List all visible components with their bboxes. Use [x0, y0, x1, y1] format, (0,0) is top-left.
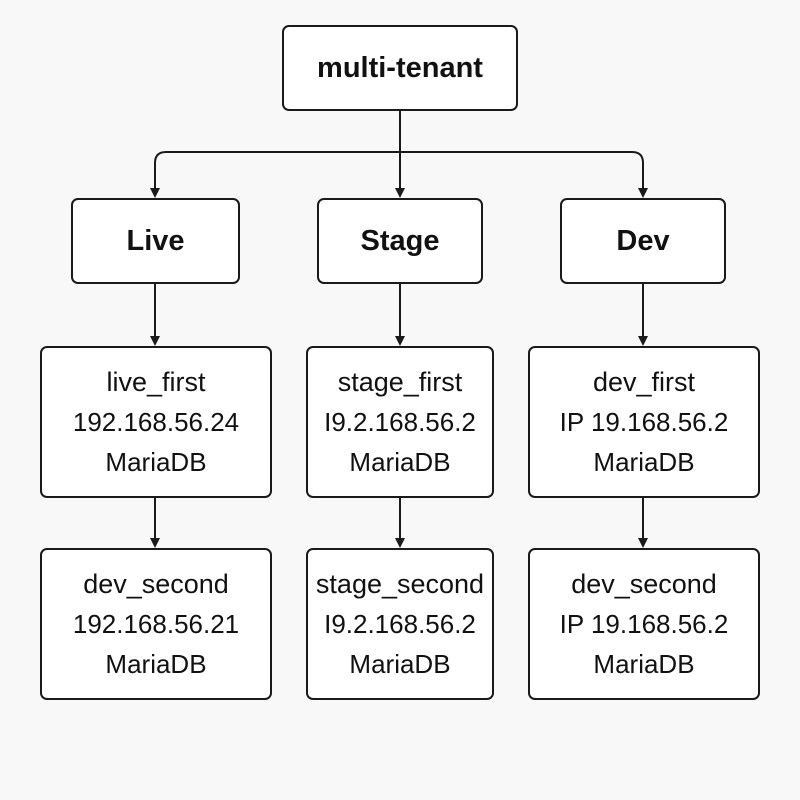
root-label: multi-tenant	[317, 51, 483, 84]
server-db: MariaDB	[349, 649, 451, 679]
edge-root-to-dev	[400, 151, 648, 198]
server-ip: I9.2.168.56.2	[324, 609, 476, 639]
server-node-live-first: live_first 192.168.56.24 MariaDB	[40, 346, 272, 498]
edge-root-to-live	[150, 151, 400, 198]
env-node-stage: Stage	[317, 198, 483, 284]
server-node-stage-second: stage_second I9.2.168.56.2 MariaDB	[306, 548, 494, 700]
env-label: Live	[126, 224, 185, 257]
server-node-live-second: dev_second 192.168.56.21 MariaDB	[40, 548, 272, 700]
env-node-live: Live	[71, 198, 240, 284]
server-ip: 192.168.56.21	[72, 609, 240, 639]
env-label: Stage	[360, 224, 440, 257]
server-node-dev-second: dev_second IP 19.168.56.2 MariaDB	[528, 548, 760, 700]
server-name: live_first	[106, 367, 206, 397]
server-ip: IP 19.168.56.2	[559, 609, 729, 639]
server-ip: 192.168.56.24	[72, 407, 240, 437]
root-node-multi-tenant: multi-tenant	[282, 25, 518, 111]
server-db: MariaDB	[593, 447, 695, 477]
server-name: stage_second	[315, 569, 485, 599]
server-name: dev_first	[592, 367, 696, 397]
server-ip: IP 19.168.56.2	[559, 407, 729, 437]
server-name: dev_second	[83, 569, 229, 599]
server-ip: I9.2.168.56.2	[324, 407, 476, 437]
server-node-dev-first: dev_first IP 19.168.56.2 MariaDB	[528, 346, 760, 498]
env-label: Dev	[616, 224, 670, 257]
server-node-stage-first: stage_first I9.2.168.56.2 MariaDB	[306, 346, 494, 498]
server-db: MariaDB	[349, 447, 451, 477]
env-node-dev: Dev	[560, 198, 726, 284]
server-name: dev_second	[571, 569, 717, 599]
server-db: MariaDB	[593, 649, 695, 679]
server-db: MariaDB	[105, 447, 207, 477]
server-name: stage_first	[337, 367, 463, 397]
server-db: MariaDB	[105, 649, 207, 679]
